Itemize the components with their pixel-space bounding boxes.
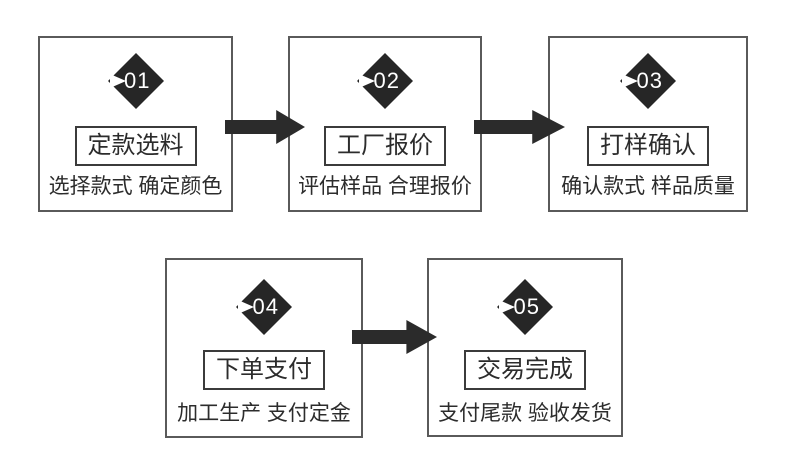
step-subtitle: 支付尾款 验收发货 (438, 402, 612, 425)
step-subtitle: 确认款式 样品质量 (561, 175, 735, 198)
step-subtitle: 评估样品 合理报价 (298, 175, 472, 198)
step-number-diamond-icon: 04 (235, 278, 293, 336)
step-number-diamond-icon: 03 (619, 52, 677, 110)
step-number-label: 02 (373, 68, 400, 93)
step-number-label: 01 (123, 68, 151, 93)
step-number-label: 05 (513, 294, 540, 319)
arrow-right-icon (225, 108, 305, 146)
step-title: 工厂报价 (324, 126, 446, 166)
step-card-05: 05 交易完成 支付尾款 验收发货 (427, 258, 623, 437)
step-title: 下单支付 (203, 350, 325, 390)
step-title: 定款选料 (74, 126, 197, 166)
arrow-right-icon (352, 318, 437, 356)
step-number-label: 03 (636, 68, 663, 93)
step-card-04: 04 下单支付 加工生产 支付定金 (165, 258, 363, 438)
step-title: 打样确认 (587, 126, 709, 166)
step-number-label: 04 (252, 294, 279, 319)
step-card-01: 01 定款选料 选择款式 确定颜色 (38, 36, 233, 212)
step-number-diamond-icon: 05 (496, 278, 554, 336)
step-number-diamond-icon: 01 (107, 52, 165, 110)
step-subtitle: 选择款式 确定颜色 (48, 175, 223, 198)
step-card-02: 02 工厂报价 评估样品 合理报价 (288, 36, 482, 212)
step-title: 交易完成 (464, 350, 586, 390)
step-card-03: 03 打样确认 确认款式 样品质量 (548, 36, 748, 212)
step-subtitle: 加工生产 支付定金 (177, 402, 351, 425)
step-number-diamond-icon: 02 (356, 52, 414, 110)
arrow-right-icon (474, 108, 565, 146)
